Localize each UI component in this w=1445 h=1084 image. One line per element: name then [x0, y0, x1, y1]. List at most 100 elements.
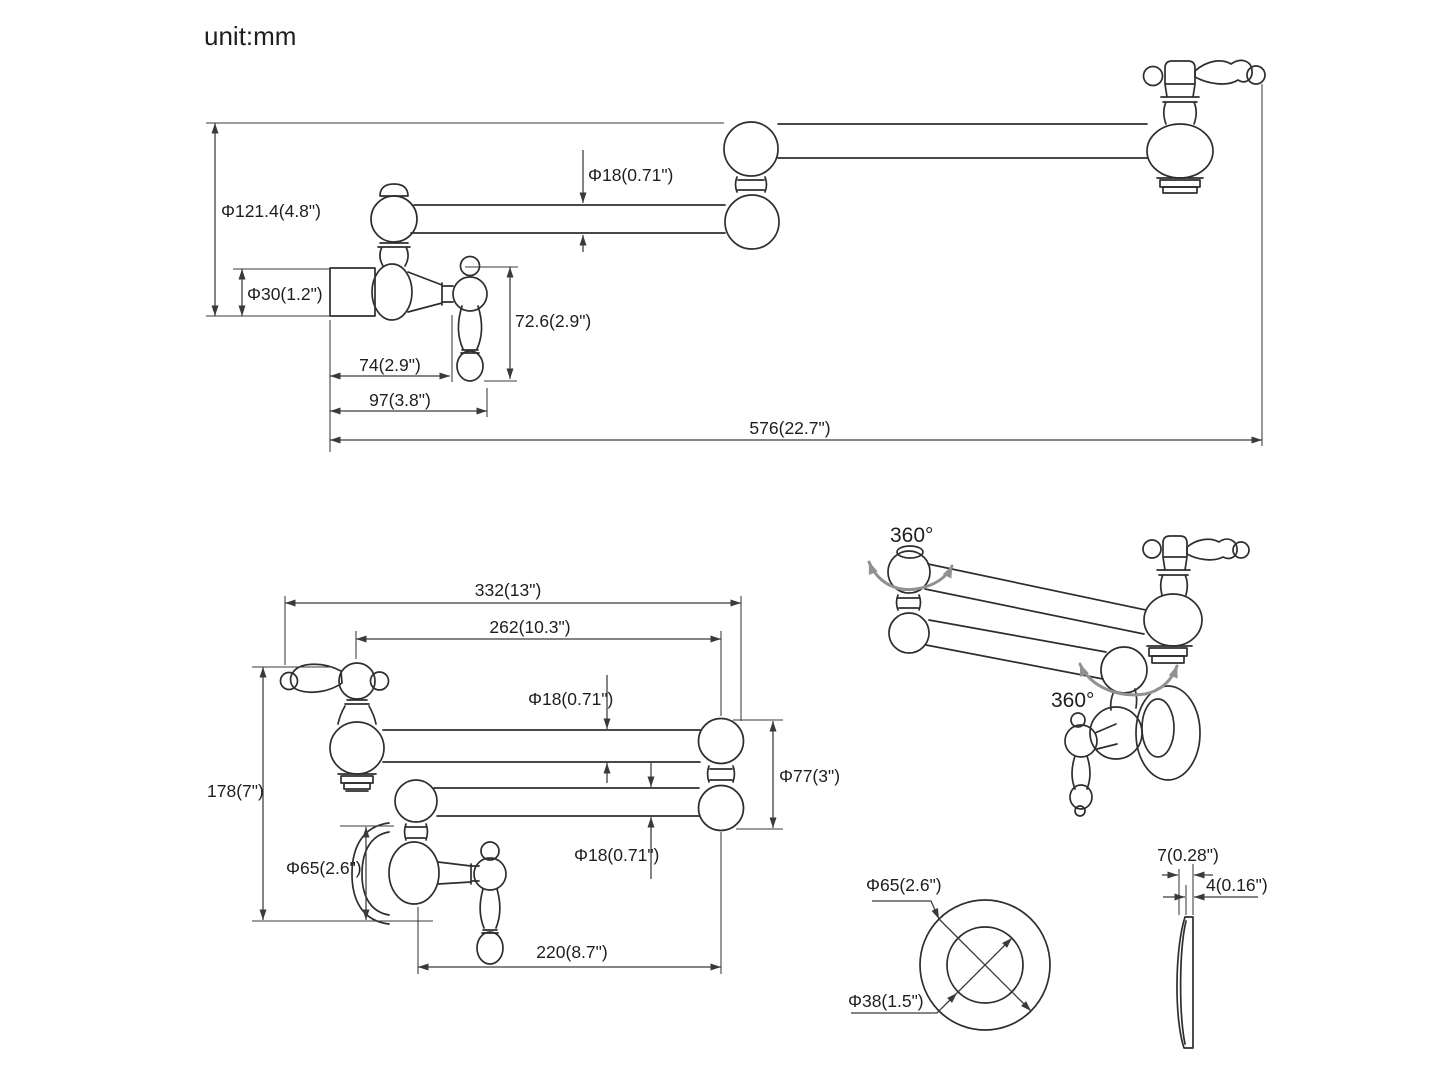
- spout-lever: [1186, 538, 1238, 561]
- aerator-ring-1: [1159, 179, 1201, 188]
- wall-escutcheon-outer: [1135, 685, 1201, 781]
- lower-arm: [925, 619, 1107, 680]
- wall-inlet-pipe: [329, 267, 376, 317]
- dim-arm-diameter-label: Φ18(0.71"): [588, 165, 673, 185]
- rotation-arrow-lower: [1078, 662, 1179, 697]
- spout-neck: [1156, 569, 1191, 596]
- riser-ball-joint: [370, 195, 418, 243]
- dim-flange-diameter-label: Φ65(2.6"): [286, 858, 362, 878]
- joint-upper-ball: [697, 717, 745, 765]
- top-view-linework: [329, 59, 1266, 382]
- dim-overall-height-label: Φ121.4(4.8"): [221, 201, 321, 221]
- dim-wall-to-handle-label: 74(2.9"): [359, 355, 421, 375]
- dim-overall-height-label: 178(7"): [207, 781, 264, 801]
- flange-front-linework: [919, 899, 1051, 1031]
- upper-rotation-label: 360°: [890, 524, 933, 547]
- spout-lever: [1194, 59, 1253, 85]
- spout-cap: [1162, 535, 1188, 571]
- handle-bulb: [456, 350, 484, 382]
- flange-rim-thickness-label: 4(0.16"): [1206, 875, 1268, 895]
- spout-lever-tip: [1232, 541, 1250, 559]
- wall-flange-inner: [361, 831, 390, 916]
- dim-upper-arm-diameter-label: Φ18(0.71"): [528, 689, 613, 709]
- dim-handle-length-label: 72.6(2.9"): [515, 311, 591, 331]
- handle-link: [1094, 723, 1118, 750]
- flange-profile-inner: [1179, 920, 1187, 1045]
- spout-base-line: [337, 773, 377, 792]
- unit-label: unit:mm: [204, 21, 296, 51]
- aerator-ring-2: [1162, 186, 1198, 194]
- dim-lower-arm-diameter-label: Φ18(0.71"): [574, 845, 659, 865]
- middle-joint-lower-ball: [724, 194, 780, 250]
- dim-overall-width-label: 332(13"): [475, 580, 542, 600]
- spout-cap: [1164, 60, 1196, 98]
- flange-outer-circle: [919, 899, 1051, 1031]
- spout-lever-ball: [1142, 539, 1162, 559]
- dim-inlet-diameter-label: Φ30(1.2"): [247, 284, 323, 304]
- valve-body: [1089, 706, 1143, 760]
- handle-bulb: [1069, 784, 1093, 810]
- flange-inner-diameter-label: Φ38(1.5"): [848, 991, 924, 1011]
- upper-arm: [924, 563, 1147, 635]
- upper-arm: [382, 729, 701, 763]
- dim-inner-dia-line: [956, 937, 1013, 994]
- handle-pivot-ball: [1064, 724, 1098, 758]
- leader-outer-dia: [872, 900, 940, 920]
- spout-body: [1143, 593, 1203, 647]
- aerator-ring-1: [340, 775, 374, 784]
- dim-overall-reach-label: 576(22.7"): [749, 418, 830, 438]
- flange-thickness-label: 7(0.28"): [1157, 845, 1219, 865]
- wall-escutcheon-inner: [1141, 698, 1175, 758]
- valve-cone: [407, 271, 454, 313]
- spout-body: [1146, 123, 1214, 179]
- dim-joint-height-label: Φ77(3"): [779, 766, 840, 786]
- upper-arm: [777, 123, 1148, 159]
- lower-joint-ball: [1100, 646, 1148, 694]
- aerator-ring-2: [343, 782, 371, 790]
- flange-side-linework: [1176, 916, 1194, 1049]
- spout-lever-tip: [279, 671, 299, 691]
- lower-arm: [433, 787, 700, 817]
- folded-view-linework: [279, 662, 745, 965]
- spout-lever-ball: [1142, 65, 1164, 87]
- wall-ball-joint: [394, 779, 438, 823]
- spout-lever-tip: [1246, 65, 1266, 85]
- handle-pivot-ball: [473, 857, 507, 891]
- spout-lever: [289, 663, 343, 693]
- handle-bulb: [476, 931, 504, 965]
- handle-bulb-tip: [1074, 805, 1086, 817]
- upper-joint-cap: [896, 545, 924, 559]
- swivel-arrows: [867, 560, 1179, 697]
- flange-profile: [1176, 916, 1194, 1049]
- middle-joint-upper-ball: [723, 121, 779, 177]
- lower-arm: [410, 204, 726, 234]
- flange-outer-diameter-label: Φ65(2.6"): [866, 875, 942, 895]
- joint-waist: [706, 765, 736, 783]
- handle-top-ball: [480, 841, 500, 861]
- leader-inner-dia: [851, 992, 958, 1014]
- rotation-arrow-upper: [867, 560, 954, 592]
- handle-stem: [1071, 755, 1091, 790]
- joint-lower-ball: [697, 784, 745, 832]
- wall-flange-outer: [351, 822, 390, 925]
- flange-side-dimensions: 7(0.28") 4(0.16"): [1157, 845, 1268, 915]
- aerator-ring-2: [1151, 655, 1185, 664]
- top-view-dimensions: Φ121.4(4.8") Φ18(0.71") Φ30(1.2") 72.6(2…: [206, 84, 1263, 452]
- handle-stem: [457, 305, 483, 354]
- valve-cone: [437, 861, 480, 885]
- lower-rotation-label: 360°: [1051, 689, 1094, 712]
- handle-top-ball: [1070, 712, 1086, 728]
- second-ball: [888, 612, 930, 654]
- spout-lever-pivot: [338, 662, 376, 700]
- spout-lever-side-ball: [369, 671, 390, 691]
- valve-body: [388, 841, 440, 905]
- valve-body: [371, 263, 413, 321]
- dim-wall-to-handle-end-label: 97(3.8"): [369, 390, 431, 410]
- dim-spout-to-joint-label: 262(10.3"): [489, 617, 570, 637]
- wall-joint-waist: [403, 823, 429, 841]
- folded-view-dimensions: 332(13") 262(10.3") Φ18(0.71") Φ77(3") Φ…: [207, 580, 840, 974]
- aerator-ring-1: [1148, 647, 1188, 657]
- flange-front-dimensions: Φ65(2.6") Φ38(1.5"): [848, 875, 1032, 1014]
